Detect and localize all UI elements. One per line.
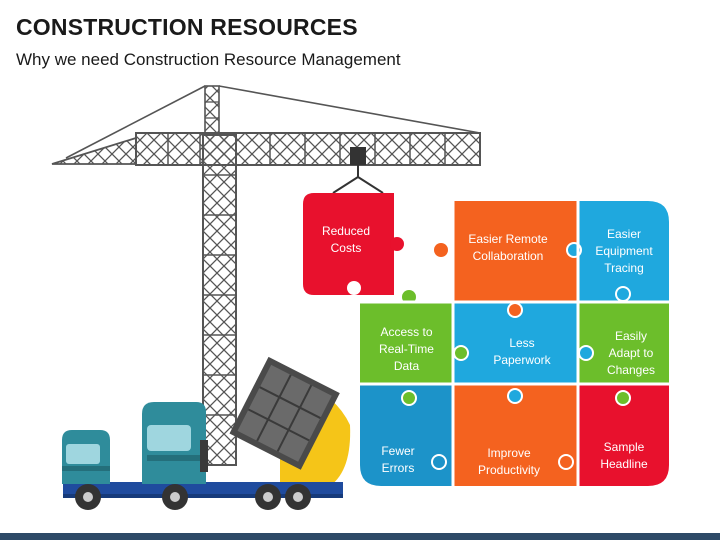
piece-label-less-paperwork: Less Paperwork: [493, 336, 551, 367]
piece-label-reduced-costs: Reduced Costs: [321, 224, 371, 255]
puzzle-piece-access-to-real-time-data: [360, 302, 453, 384]
puzzle-piece-easily-adapt-to-changes: [578, 302, 669, 384]
piece-label-improve-productivity: Improve Productivity: [477, 446, 541, 477]
puzzle-piece-easier-remote-collaboration: [453, 201, 578, 302]
puzzle-piece-fewer-errors: [360, 384, 453, 486]
dump-truck-icon: [62, 356, 351, 510]
piece-label-sample-headline: Sample Headline: [600, 440, 648, 471]
puzzle-piece-sample-headline: [578, 384, 669, 486]
puzzle-piece-easier-equipment-tracing: [578, 201, 669, 302]
piece-label-easily-adapt-to-changes: Easily Adapt to Changes: [606, 328, 656, 377]
bottom-accent-bar: [0, 533, 720, 540]
tower-crane-icon: [51, 85, 481, 466]
page-subtitle: Why we need Construction Resource Manage…: [16, 50, 401, 69]
puzzle-tabs: [347, 237, 631, 470]
piece-label-easier-equipment-tracing: Easier Equipment Tracing: [595, 226, 653, 275]
piece-label-easier-remote-collaboration: Easier Remote Collaboration: [468, 232, 548, 263]
puzzle-piece-improve-productivity: [453, 384, 578, 486]
puzzle-pieces: [303, 193, 669, 486]
piece-label-access-to-real-time-data: Access to Real-Time Data: [379, 324, 434, 373]
puzzle-piece-less-paperwork: [453, 302, 578, 384]
puzzle-piece-reduced-costs: [303, 193, 394, 295]
piece-label-fewer-errors: Fewer Errors: [381, 444, 415, 475]
page-title: CONSTRUCTION RESOURCES: [16, 14, 358, 40]
